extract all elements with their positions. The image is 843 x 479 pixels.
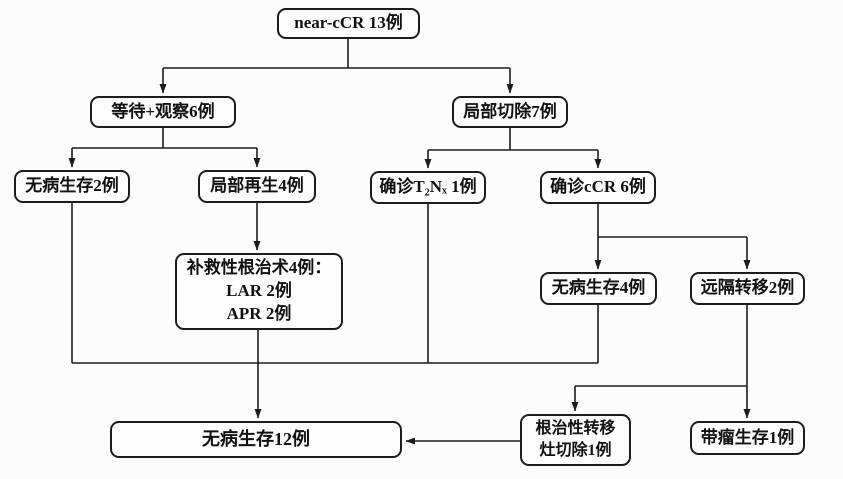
node-survival-with-tumor: 带瘤生存1例: [690, 421, 805, 455]
salvage-line-1: 补救性根治术4例：: [186, 258, 332, 278]
node-confirmed-t2nx: 确诊T₂Nₓ 1例: [370, 171, 486, 204]
node-local-regrowth: 局部再生4例: [198, 170, 316, 203]
node-local-excision: 局部切除7例: [452, 96, 568, 128]
node-confirmed-ccr: 确诊cCR 6例: [540, 171, 656, 204]
node-disease-free-survival-2: 无病生存2例: [14, 170, 130, 203]
radmet-line-2: 灶切除1例: [539, 442, 612, 459]
radmet-line-1: 根治性转移: [535, 420, 616, 438]
node-wait-and-watch: 等待+观察6例: [90, 96, 236, 128]
salvage-line-3: APR 2例: [226, 303, 292, 323]
node-distant-metastasis: 远隔转移2例: [690, 272, 805, 305]
node-salvage-radical-surgery: 补救性根治术4例： LAR 2例 APR 2例: [175, 253, 343, 330]
node-radical-metastasectomy: 根治性转移 灶切除1例: [520, 414, 631, 466]
salvage-line-2: LAR 2例: [226, 281, 292, 301]
node-disease-free-survival-12: 无病生存12例: [110, 421, 402, 458]
node-near-ccr-13: near-cCR 13例: [277, 8, 420, 39]
node-disease-free-survival-4: 无病生存4例: [540, 272, 657, 305]
